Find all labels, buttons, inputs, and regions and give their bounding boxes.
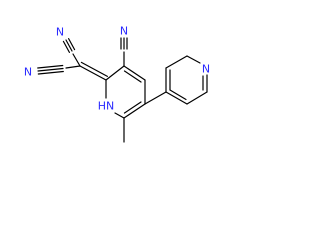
bond-triple-cn-upper-b [67, 37, 76, 51]
bond-exocyclic-double-a [79, 65, 107, 81]
dicyanomethylidene-group [37, 37, 109, 81]
bond-triple-cn-left-a [37, 67, 64, 72]
bond-py-c6-c1 [165, 91, 188, 105]
bond-c5-c6-double-a [123, 103, 146, 119]
atom-label-nitrile-top-left: N [56, 26, 64, 39]
bond-py-c5-c6 [186, 91, 208, 105]
bond-py-c3-n [186, 55, 201, 64]
bond-c-cn-left [65, 65, 81, 69]
bond-c-cn-upper [72, 53, 81, 67]
molecule-drawing: N N N HN N [24, 25, 210, 143]
bond-c2-c3 [105, 65, 125, 81]
bond-c3-c4-double-b [123, 70, 142, 83]
atom-label-ring-nh: HN [98, 100, 115, 113]
bond-triple-cn-left-b [37, 70, 64, 75]
bond-c5-c6-double-b [123, 101, 142, 114]
bond-py-c2-c3 [165, 55, 188, 69]
dihydropyridine-ring [105, 65, 146, 119]
bond-triple-cn-upper-a [65, 39, 73, 52]
atom-label-nitrile-left: N [24, 66, 32, 79]
bond-c6-n1 [114, 112, 125, 119]
structure-canvas: N N N HN N [0, 0, 212, 173]
atom-label-nitrile-top-right: N [120, 25, 128, 38]
ring-nitrile [120, 37, 128, 67]
bond-triple-cn-upper-c [62, 40, 71, 54]
bond-py-c6-c1-inner [169, 89, 187, 101]
bond-c5-pyridyl [144, 91, 167, 105]
atom-label-pyridine-n: N [202, 63, 210, 76]
bond-triple-cn-left-c [37, 64, 64, 69]
bond-c3-c4-double-a [123, 65, 146, 81]
pyridyl-ring [144, 55, 208, 105]
bond-exocyclic-double-b [80, 61, 109, 78]
